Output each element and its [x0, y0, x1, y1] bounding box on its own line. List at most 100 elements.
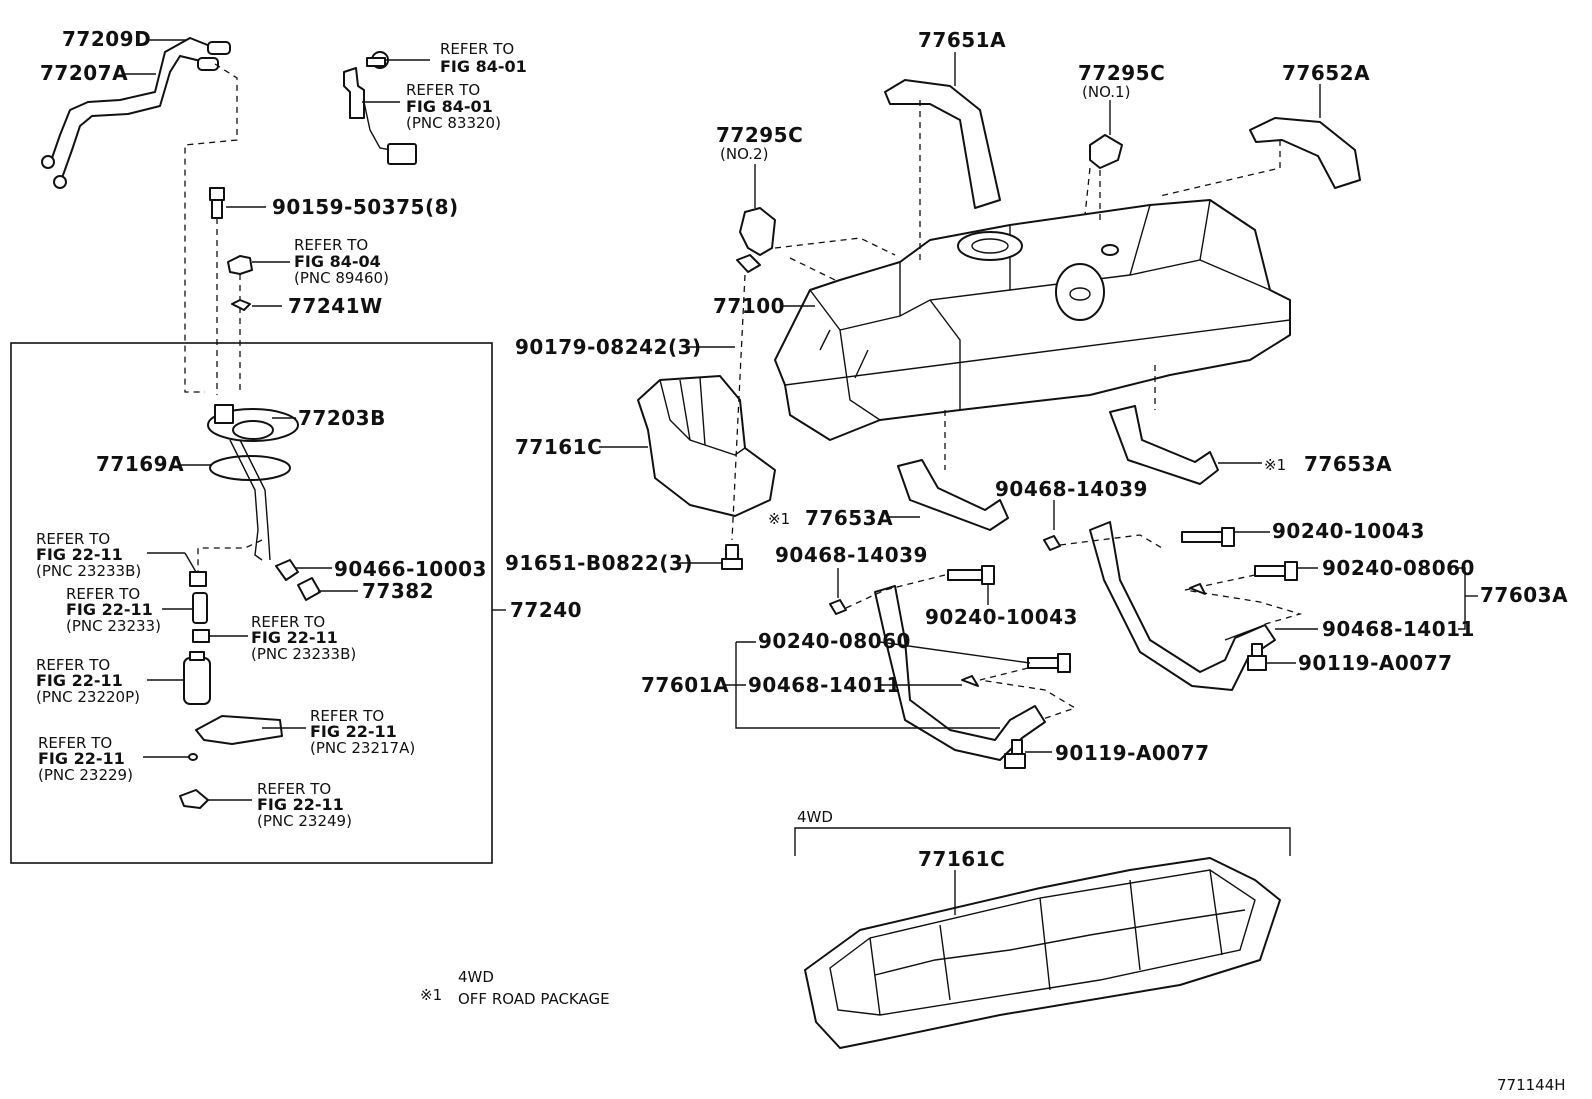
label-77382: 77382 — [362, 579, 434, 603]
ref5-line3: (PNC 23233) — [66, 617, 161, 635]
protector-77161c-4wd — [804, 857, 1281, 1049]
label-90240-10043-lower: 90240-10043 — [925, 605, 1078, 629]
label-90468-14011-upper: 90468-14011 — [1322, 617, 1475, 641]
label-90179: 90179-08242(3) — [515, 335, 702, 359]
bolt-90240-08060-lower — [1027, 653, 1071, 673]
label-77207a: 77207A — [40, 61, 128, 85]
label-90468-14039-lower: 90468-14039 — [775, 543, 928, 567]
cushion-23249 — [179, 789, 209, 809]
ref9-line1: REFER TO — [38, 734, 112, 752]
ref7-line1: REFER TO — [36, 656, 110, 674]
ref2-line3: (PNC 83320) — [406, 114, 501, 132]
label-90240-08060-lower: 90240-08060 — [758, 629, 911, 653]
bolt-90119-upper — [1247, 643, 1267, 671]
ref4-line3: (PNC 23233B) — [36, 562, 141, 580]
ref9-line3: (PNC 23229) — [38, 766, 133, 784]
ref10-line3: (PNC 23249) — [257, 812, 352, 830]
label-77295c-no1: 77295C — [1078, 61, 1165, 85]
label-90240-10043-upper: 90240-10043 — [1272, 519, 1425, 543]
label-77653a-left-mark: ※1 — [768, 510, 790, 528]
assembly-box-77240 — [10, 342, 493, 864]
ref6-line2: FIG 22-11 — [251, 628, 338, 647]
ring-23229 — [188, 753, 198, 761]
label-77161c: 77161C — [515, 435, 602, 459]
ref10-line2: FIG 22-11 — [257, 795, 344, 814]
label-77601a: 77601A — [641, 673, 729, 697]
label-77603a: 77603A — [1480, 583, 1568, 607]
ref1-line2: FIG 84-01 — [440, 57, 527, 76]
footnote-line2: OFF ROAD PACKAGE — [458, 990, 610, 1008]
part-77382 — [297, 577, 321, 601]
ref9-line2: FIG 22-11 — [38, 749, 125, 768]
band-77651a — [884, 79, 1001, 209]
hose-clamp-90466 — [275, 559, 299, 581]
strap-77601a — [874, 585, 1046, 761]
sensor-89460 — [227, 255, 253, 275]
clip-77241w — [231, 299, 251, 311]
label-90119-upper: 90119-A0077 — [1298, 651, 1453, 675]
label-77651a: 77651A — [918, 28, 1006, 52]
ref3-line1: REFER TO — [294, 236, 368, 254]
ref5-line1: REFER TO — [66, 585, 140, 603]
nut-90468-14011-lower — [961, 675, 979, 687]
ref8-line1: REFER TO — [310, 707, 384, 725]
label-90468-14039-upper: 90468-14039 — [995, 477, 1148, 501]
label-77295c-no2: 77295C — [716, 123, 803, 147]
label-90240-08060-upper: 90240-08060 — [1322, 556, 1475, 580]
ref7-line2: FIG 22-11 — [36, 671, 123, 690]
label-4wd-group: 4WD — [797, 808, 833, 826]
label-77161c-4wd: 77161C — [918, 847, 1005, 871]
clip-77295c-no2 — [739, 207, 776, 256]
label-90466: 90466-10003 — [334, 557, 487, 581]
clamp-23233b-a — [189, 571, 207, 587]
protector-77161c — [637, 375, 776, 517]
label-77295c-no2-note: (NO.2) — [720, 145, 768, 163]
ref7-line3: (PNC 23220P) — [36, 688, 140, 706]
label-77209d: 77209D — [62, 27, 151, 51]
fuel-tube-77207a — [41, 37, 231, 189]
band-77652a — [1249, 117, 1361, 189]
label-90159: 90159-50375(8) — [272, 195, 459, 219]
hose-23233 — [192, 592, 208, 624]
ref6-line1: REFER TO — [251, 613, 325, 631]
label-77653a-right: 77653A — [1304, 452, 1392, 476]
ref3-line3: (PNC 89460) — [294, 269, 389, 287]
strainer-23217a — [195, 715, 283, 745]
label-90468-14011-lower: 90468-14011 — [748, 673, 901, 697]
band-77653a-left — [897, 459, 1009, 531]
label-77241w: 77241W — [288, 294, 383, 318]
ref4-line1: REFER TO — [36, 530, 110, 548]
bolt-90119-lower — [1004, 739, 1026, 769]
ref8-line3: (PNC 23217A) — [310, 739, 415, 757]
clamp-23233b-b — [192, 629, 210, 643]
label-77652a: 77652A — [1282, 61, 1370, 85]
bolt-90240-10043-lower — [947, 565, 995, 585]
label-77653a-left: 77653A — [805, 506, 893, 530]
label-77295c-no1-note: (NO.1) — [1082, 83, 1130, 101]
label-77203b: 77203B — [298, 406, 386, 430]
footnote-line1: 4WD — [458, 968, 494, 986]
clip-90468-14039-lower — [829, 599, 847, 615]
nut-90468-14011-upper — [1189, 583, 1206, 595]
label-91651: 91651-B0822(3) — [505, 551, 693, 575]
ref5-line2: FIG 22-11 — [66, 600, 153, 619]
bracket-4wd — [794, 827, 1291, 856]
gauge-plate-77203b — [207, 404, 299, 442]
bolt-90240-10043-upper — [1181, 527, 1235, 547]
clip-77295c-no1 — [1089, 134, 1123, 169]
ref4-line2: FIG 22-11 — [36, 545, 123, 564]
label-77100: 77100 — [713, 294, 785, 318]
fuel-pump-23220p — [183, 651, 211, 705]
fuel-tank-77100 — [774, 199, 1291, 441]
footnote-mark: ※1 — [420, 986, 442, 1004]
ref8-line2: FIG 22-11 — [310, 722, 397, 741]
label-77169a: 77169A — [96, 452, 184, 476]
bolt-91651 — [721, 544, 743, 570]
ref10-line1: REFER TO — [257, 780, 331, 798]
ref3-line2: FIG 84-04 — [294, 252, 381, 271]
ref1-line1: REFER TO — [440, 40, 514, 58]
figure-id: 771144H — [1497, 1076, 1566, 1094]
label-77240: 77240 — [510, 598, 582, 622]
band-77653a-right — [1109, 405, 1219, 485]
